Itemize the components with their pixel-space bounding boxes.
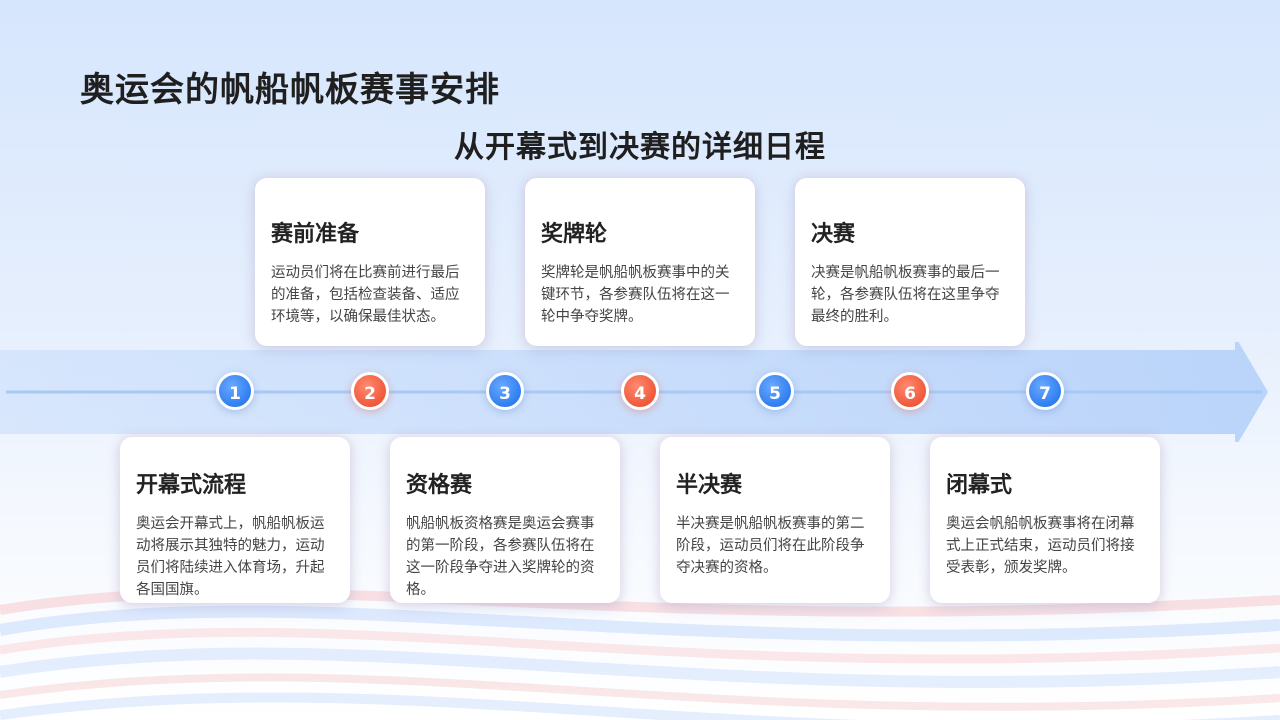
card-medal-round: 奖牌轮 奖牌轮是帆船帆板赛事中的关键环节，各参赛队伍将在这一轮中争夺奖牌。: [525, 178, 755, 346]
card-text: 运动员们将在比赛前进行最后的准备，包括检查装备、适应环境等，以确保最佳状态。: [271, 265, 460, 325]
card-semifinal: 半决赛 半决赛是帆船帆板赛事的第二阶段，运动员们将在此阶段争夺决赛的资格。: [660, 437, 890, 603]
timeline-node-5: 5: [756, 372, 794, 410]
card-title: 决赛: [811, 222, 856, 247]
card-title: 资格赛: [406, 473, 473, 498]
card-text: 奥运会帆船帆板赛事将在闭幕式上正式结束，运动员们将接受表彰，颁发奖牌。: [946, 516, 1135, 576]
card-text: 决赛是帆船帆板赛事的最后一轮，各参赛队伍将在这里争夺最终的胜利。: [811, 265, 1000, 325]
card-text: 奖牌轮是帆船帆板赛事中的关键环节，各参赛队伍将在这一轮中争夺奖牌。: [541, 265, 730, 325]
card-text: 奥运会开幕式上，帆船帆板运动将展示其独特的魅力，运动员们将陆续进入体育场，升起各…: [136, 516, 325, 598]
card-title: 半决赛: [676, 473, 743, 498]
timeline-node-7: 7: [1026, 372, 1064, 410]
card-final: 决赛 决赛是帆船帆板赛事的最后一轮，各参赛队伍将在这里争夺最终的胜利。: [795, 178, 1025, 346]
card-title: 开幕式流程: [136, 473, 247, 498]
timeline-node-6: 6: [891, 372, 929, 410]
card-title: 闭幕式: [946, 473, 1013, 498]
card-title: 赛前准备: [271, 222, 360, 247]
card-closing-ceremony: 闭幕式 奥运会帆船帆板赛事将在闭幕式上正式结束，运动员们将接受表彰，颁发奖牌。: [930, 437, 1160, 603]
card-text: 半决赛是帆船帆板赛事的第二阶段，运动员们将在此阶段争夺决赛的资格。: [676, 516, 865, 576]
card-qualification: 资格赛 帆船帆板资格赛是奥运会赛事的第一阶段，各参赛队伍将在这一阶段争夺进入奖牌…: [390, 437, 620, 603]
page-title: 奥运会的帆船帆板赛事安排: [80, 70, 500, 110]
timeline-node-1: 1: [216, 372, 254, 410]
card-title: 奖牌轮: [541, 222, 608, 247]
card-pre-race-preparation: 赛前准备 运动员们将在比赛前进行最后的准备，包括检查装备、适应环境等，以确保最佳…: [255, 178, 485, 346]
card-opening-ceremony: 开幕式流程 奥运会开幕式上，帆船帆板运动将展示其独特的魅力，运动员们将陆续进入体…: [120, 437, 350, 603]
timeline-node-2: 2: [351, 372, 389, 410]
timeline-node-4: 4: [621, 372, 659, 410]
timeline-node-3: 3: [486, 372, 524, 410]
card-text: 帆船帆板资格赛是奥运会赛事的第一阶段，各参赛队伍将在这一阶段争夺进入奖牌轮的资格…: [406, 516, 595, 598]
page-subtitle: 从开幕式到决赛的详细日程: [454, 130, 826, 165]
